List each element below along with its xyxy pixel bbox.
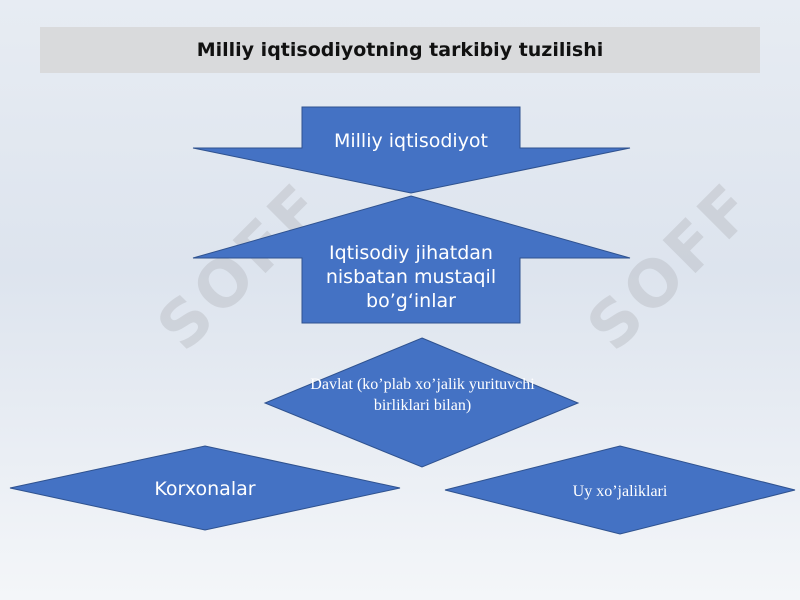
- page-title: Milliy iqtisodiyotning tarkibiy tuzilish…: [196, 39, 604, 61]
- independent-units-arrow-shape: [192, 195, 631, 324]
- title-bar: Milliy iqtisodiyotning tarkibiy tuzilish…: [40, 27, 760, 73]
- national-economy-arrow-shape: [192, 106, 631, 194]
- state-label: Davlat (ko’plab xo’jalik yurituvchi birl…: [310, 376, 535, 414]
- enterprises-diamond-shape: [9, 445, 401, 531]
- households-diamond-shape: [444, 445, 796, 535]
- national-economy-label: Milliy iqtisodiyot: [333, 130, 489, 152]
- households-label: Uy xo’jaliklari: [572, 482, 668, 500]
- enterprises-label: Korxonalar: [154, 478, 256, 500]
- state-diamond-shape: [263, 337, 580, 468]
- independent-units-label: Iqtisodiy jihatdan nisbatan mustaqil bo’…: [325, 242, 497, 312]
